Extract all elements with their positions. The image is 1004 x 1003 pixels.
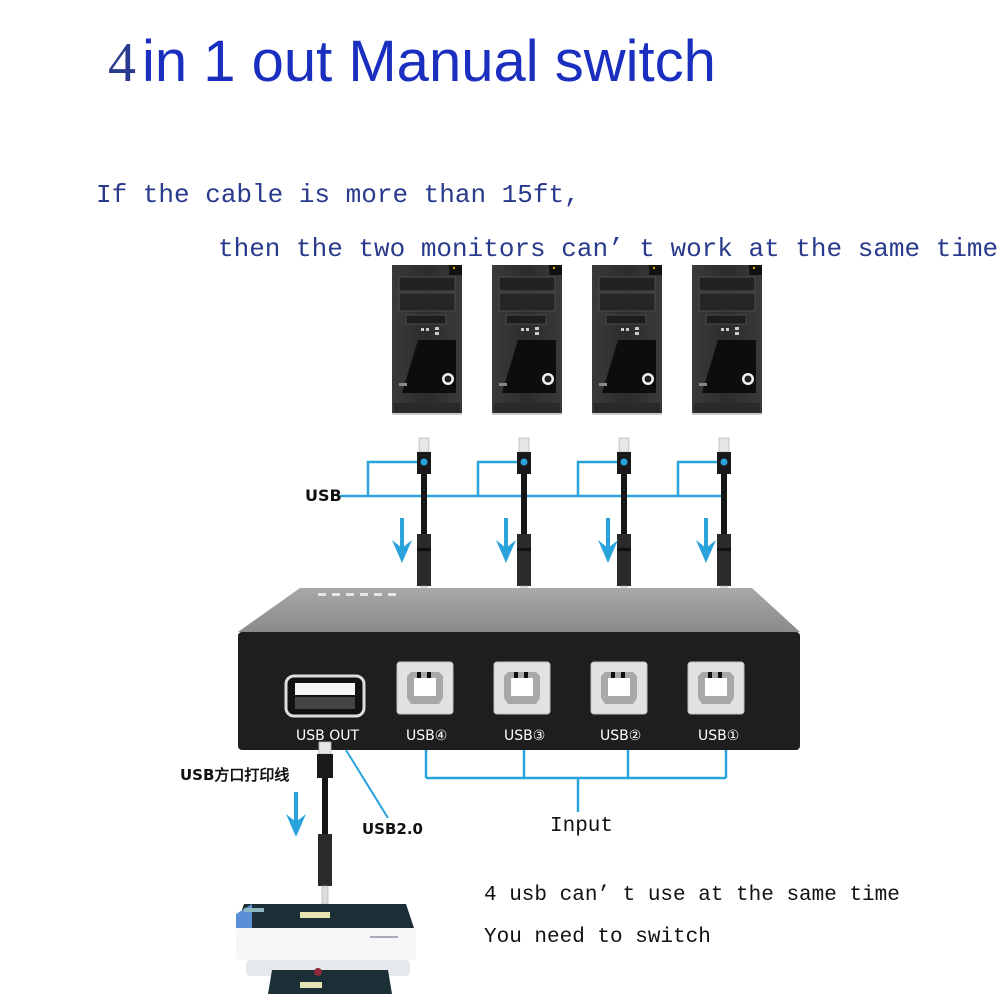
usb-port-3 bbox=[493, 661, 551, 715]
usb-cable-4 bbox=[716, 437, 732, 601]
input-bracket bbox=[424, 750, 728, 812]
port-label-usb4: USB④ bbox=[406, 728, 447, 744]
title-number: 4 bbox=[108, 32, 136, 94]
usb-out-port bbox=[284, 674, 366, 718]
printer-cable-label: USB方口打印线 bbox=[180, 766, 290, 784]
computer-2 bbox=[491, 264, 563, 416]
top-label-marks bbox=[318, 593, 396, 596]
usb-cable-3 bbox=[616, 437, 632, 601]
port-label-usb-out: USB OUT bbox=[296, 728, 359, 744]
usb-cable-2 bbox=[516, 437, 532, 601]
printer-cable bbox=[317, 741, 333, 905]
usb20-label: USB2.0 bbox=[362, 820, 423, 838]
usb-port-1 bbox=[687, 661, 745, 715]
input-label: Input bbox=[550, 815, 614, 838]
computer-1 bbox=[391, 264, 463, 416]
switch-box: USB OUT USB④ USB③ USB② USB① bbox=[238, 588, 800, 750]
monitors-note: then the two monitors can’ t work at the… bbox=[218, 234, 999, 264]
cable-length-note: If the cable is more than 15ft, bbox=[96, 180, 580, 210]
computer-4 bbox=[691, 264, 763, 416]
printer bbox=[236, 904, 416, 994]
port-label-usb2: USB② bbox=[600, 728, 641, 744]
computer-3 bbox=[591, 264, 663, 416]
switch-note: You need to switch bbox=[484, 926, 711, 949]
usb-port-4 bbox=[396, 661, 454, 715]
down-arrow-icon bbox=[496, 518, 516, 563]
down-arrow-icon bbox=[286, 792, 306, 837]
usb-label: USB bbox=[305, 486, 342, 505]
usb-cable-1 bbox=[416, 437, 432, 601]
usb20-pointer-line bbox=[345, 749, 389, 819]
down-arrow-icon bbox=[696, 518, 716, 563]
port-label-usb1: USB① bbox=[698, 728, 739, 744]
usb-connector-lines bbox=[340, 460, 724, 498]
usb-port-2 bbox=[590, 661, 648, 715]
down-arrow-icon bbox=[392, 518, 412, 563]
title-text: in 1 out Manual switch bbox=[142, 29, 716, 94]
usb-simultaneous-note: 4 usb can’ t use at the same time bbox=[484, 884, 900, 907]
port-label-usb3: USB③ bbox=[504, 728, 545, 744]
down-arrow-icon bbox=[598, 518, 618, 563]
